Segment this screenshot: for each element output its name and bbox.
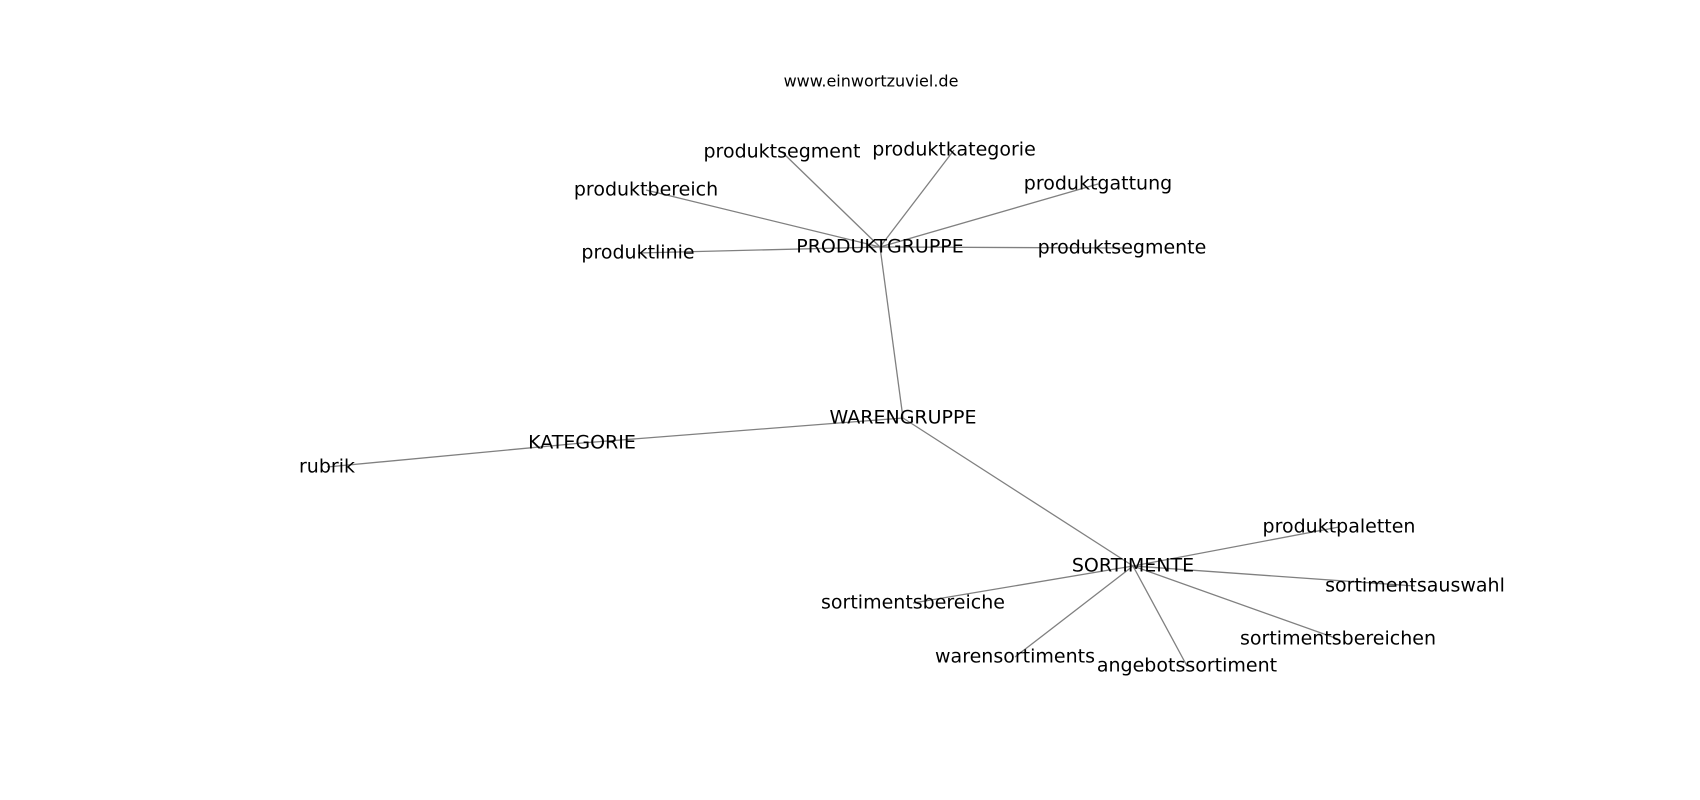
node-label-produktsegment: produktsegment bbox=[704, 141, 861, 163]
node-label-produktbereich: produktbereich bbox=[574, 179, 718, 201]
node-label-produktlinie: produktlinie bbox=[581, 242, 694, 264]
watermark-text: www.einwortzuviel.de bbox=[784, 72, 959, 91]
edge-warengruppe-sortimente bbox=[902, 417, 1134, 567]
node-label-produktgruppe: PRODUKTGRUPPE bbox=[796, 236, 964, 258]
edge-layer bbox=[326, 149, 1416, 667]
edge-kategorie-rubrik bbox=[326, 442, 583, 468]
edge-sortimente-warensortiments bbox=[1014, 565, 1134, 658]
node-label-sortimente: SORTIMENTE bbox=[1072, 555, 1194, 577]
node-label-produktsegmente: produktsegmente bbox=[1038, 237, 1207, 259]
edge-warengruppe-kategorie bbox=[581, 417, 904, 444]
edge-produktgruppe-produktbereich bbox=[645, 189, 881, 248]
edge-warengruppe-produktgruppe bbox=[879, 246, 904, 419]
node-label-kategorie: KATEGORIE bbox=[528, 432, 636, 454]
edge-sortimente-sortimentsbereichen bbox=[1132, 565, 1339, 640]
edge-produktgruppe-produktsegment bbox=[781, 151, 881, 248]
edge-sortimente-sortimentsbereiche bbox=[912, 565, 1134, 604]
edge-produktgruppe-produktgattung bbox=[879, 183, 1099, 248]
edge-sortimente-sortimentsauswahl bbox=[1132, 565, 1416, 587]
edge-produktgruppe-produktkategorie bbox=[879, 149, 955, 248]
node-label-produktkategorie: produktkategorie bbox=[872, 139, 1036, 161]
node-label-warengruppe: WARENGRUPPE bbox=[830, 407, 977, 429]
node-layer: WARENGRUPPE PRODUKTGRUPPE KATEGORIE SORTIME… bbox=[299, 139, 1505, 677]
node-label-angebotssortiment: angebotssortiment bbox=[1097, 655, 1277, 677]
node-label-sortimentsbereiche: sortimentsbereiche bbox=[821, 592, 1005, 614]
node-label-sortimentsbereichen: sortimentsbereichen bbox=[1240, 628, 1436, 650]
node-label-rubrik: rubrik bbox=[299, 456, 355, 478]
node-label-sortimentsauswahl: sortimentsauswahl bbox=[1325, 575, 1505, 597]
node-label-produktgattung: produktgattung bbox=[1024, 173, 1172, 195]
edge-sortimente-produktpaletten bbox=[1132, 526, 1340, 567]
node-label-warensortiments: warensortiments bbox=[935, 646, 1095, 668]
edge-produktgruppe-produktsegmente bbox=[879, 246, 1123, 249]
node-label-produktpaletten: produktpaletten bbox=[1263, 516, 1416, 538]
edge-produktgruppe-produktlinie bbox=[637, 246, 881, 254]
edge-sortimente-angebotssortiment bbox=[1132, 565, 1188, 667]
